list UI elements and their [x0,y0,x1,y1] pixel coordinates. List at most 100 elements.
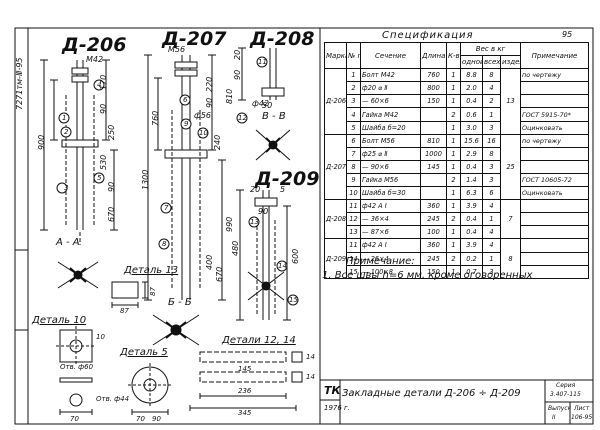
spec-cell-name: Шайба б=30 [360,186,421,201]
spec-head-qty: К-во [446,41,461,70]
spec-cell-w-all: 8 [482,146,501,161]
dim-d207-1300: 1300 [141,169,150,190]
spec-cell-pos: 7 [346,146,361,161]
spec-cell-note [520,159,590,174]
spec-cell-note [520,251,590,266]
spec-cell-w-one: 8.8 [460,68,483,83]
dim-d206-90b: 90 [107,181,116,192]
header-d209: Д-209 [255,168,320,190]
spec-cell-w-one: 0.4 [460,159,483,174]
dim-d207-990: 990 [225,216,234,232]
spec-cell-mark: Д-206 [324,68,347,135]
spec-cell-item-weight: 25 [499,133,522,201]
spec-cell-qty: 1 [446,120,461,135]
spec-cell-w-one: 1.4 [460,172,483,188]
spec-cell-item-weight: 13 [499,68,522,135]
spec-cell-qty: 1 [446,199,461,214]
anchor-d207 [144,54,226,346]
title-block-year: 1976 г. [324,404,350,412]
callout-5: 5 [97,174,102,182]
dim-d207-400: 400 [205,254,214,270]
spec-cell-w-one: 0.4 [460,225,483,240]
spec-cell-length: 760 [420,68,447,83]
section-aa-label: А - А [56,237,80,248]
spec-cell-note: Оцинковать [520,120,590,135]
callout-14: 14 [278,262,287,270]
sheet-frame [14,27,594,425]
spec-cell-pos: 11 [346,199,361,214]
anchor-d208 [238,47,291,161]
dim-d209-20: 20 [250,185,261,194]
spec-cell-w-one: 15.6 [460,133,483,148]
spec-cell-note [520,81,590,96]
spec-cell-qty: 1 [446,225,461,240]
spec-cell-w-all: 16 [482,133,501,148]
title-block-series-value: 3.407-115 [550,391,581,398]
spec-cell-note [520,146,590,161]
spec-cell-qty: 1 [446,146,461,161]
spec-cell-w-one: 6.3 [460,186,483,201]
spec-cell-qty: 1 [446,81,461,96]
spec-cell-qty: 1 [446,133,461,148]
dim-d207-240: 240 [213,134,222,150]
detail-10-drawing [56,326,96,415]
spec-cell-name: ф42 А Ⅰ [360,238,421,253]
spec-cell-w-all: 4 [482,199,501,214]
spec-cell-name: Болт М42 [360,68,421,83]
spec-cell-w-all: 1 [482,107,501,122]
details-12-14-drawing [189,351,303,411]
spec-cell-pos: 5 [346,120,361,135]
dim-det5-90: 90 [152,415,161,423]
spec-cell-w-all: 4 [482,238,501,253]
spec-cell-pos: 6 [346,133,361,148]
spec-cell-length [420,120,447,135]
spec-cell-w-all: 3 [482,172,501,188]
detail-5-label: Деталь 5 [120,347,168,358]
dim-d209-600: 600 [291,248,300,264]
spec-cell-qty: 1 [446,94,461,109]
header-d208: Д-208 [250,28,315,50]
spec-cell-mark: Д-207 [324,133,347,201]
spec-head-w-one: одной [460,55,483,70]
dim-bb-87: 87 [120,307,129,315]
dim-d207-220: 220 [205,76,214,92]
spec-head-w-item: изделия [499,55,522,70]
spec-cell-length: 245 [420,212,447,227]
spec-cell-length: 145 [420,159,447,174]
spec-table: Марка № п/п Сечение Длина мм К-во Вес в … [324,41,590,279]
spec-cell-name: — 90×6 [360,159,421,174]
spec-cell-w-all: 2 [482,94,501,109]
dim-det10-44: Отв. ф44 [96,395,130,403]
callout-13: 13 [250,218,259,226]
spec-cell-name: Шайба б=20 [360,120,421,135]
title-block-code: ТК [324,384,341,397]
spec-cell-name: ф42 А Ⅰ [360,199,421,214]
spec-cell-w-one: 0.6 [460,107,483,122]
anchor-d206 [40,59,118,289]
spec-cell-w-one: 2.0 [460,81,483,96]
dim-det5-70: 70 [136,415,145,423]
spec-cell-w-one: 3.9 [460,238,483,253]
callout-11: 11 [258,58,267,66]
spec-cell-note: ГОСТ 5915-70* [520,107,590,122]
dim-d206-900: 900 [37,134,46,150]
spec-cell-pos: 2 [346,81,361,96]
spec-cell-w-one: 0.2 [460,251,483,266]
dim-d206-670: 670 [107,206,116,222]
spec-cell-length: 810 [420,133,447,148]
spec-cell-length: 100 [420,225,447,240]
spec-cell-pos: 13 [346,225,361,240]
spec-cell-note [520,94,590,109]
dim-d208-20: 20 [233,49,242,60]
spec-cell-name: Гайка М56 [360,172,421,188]
